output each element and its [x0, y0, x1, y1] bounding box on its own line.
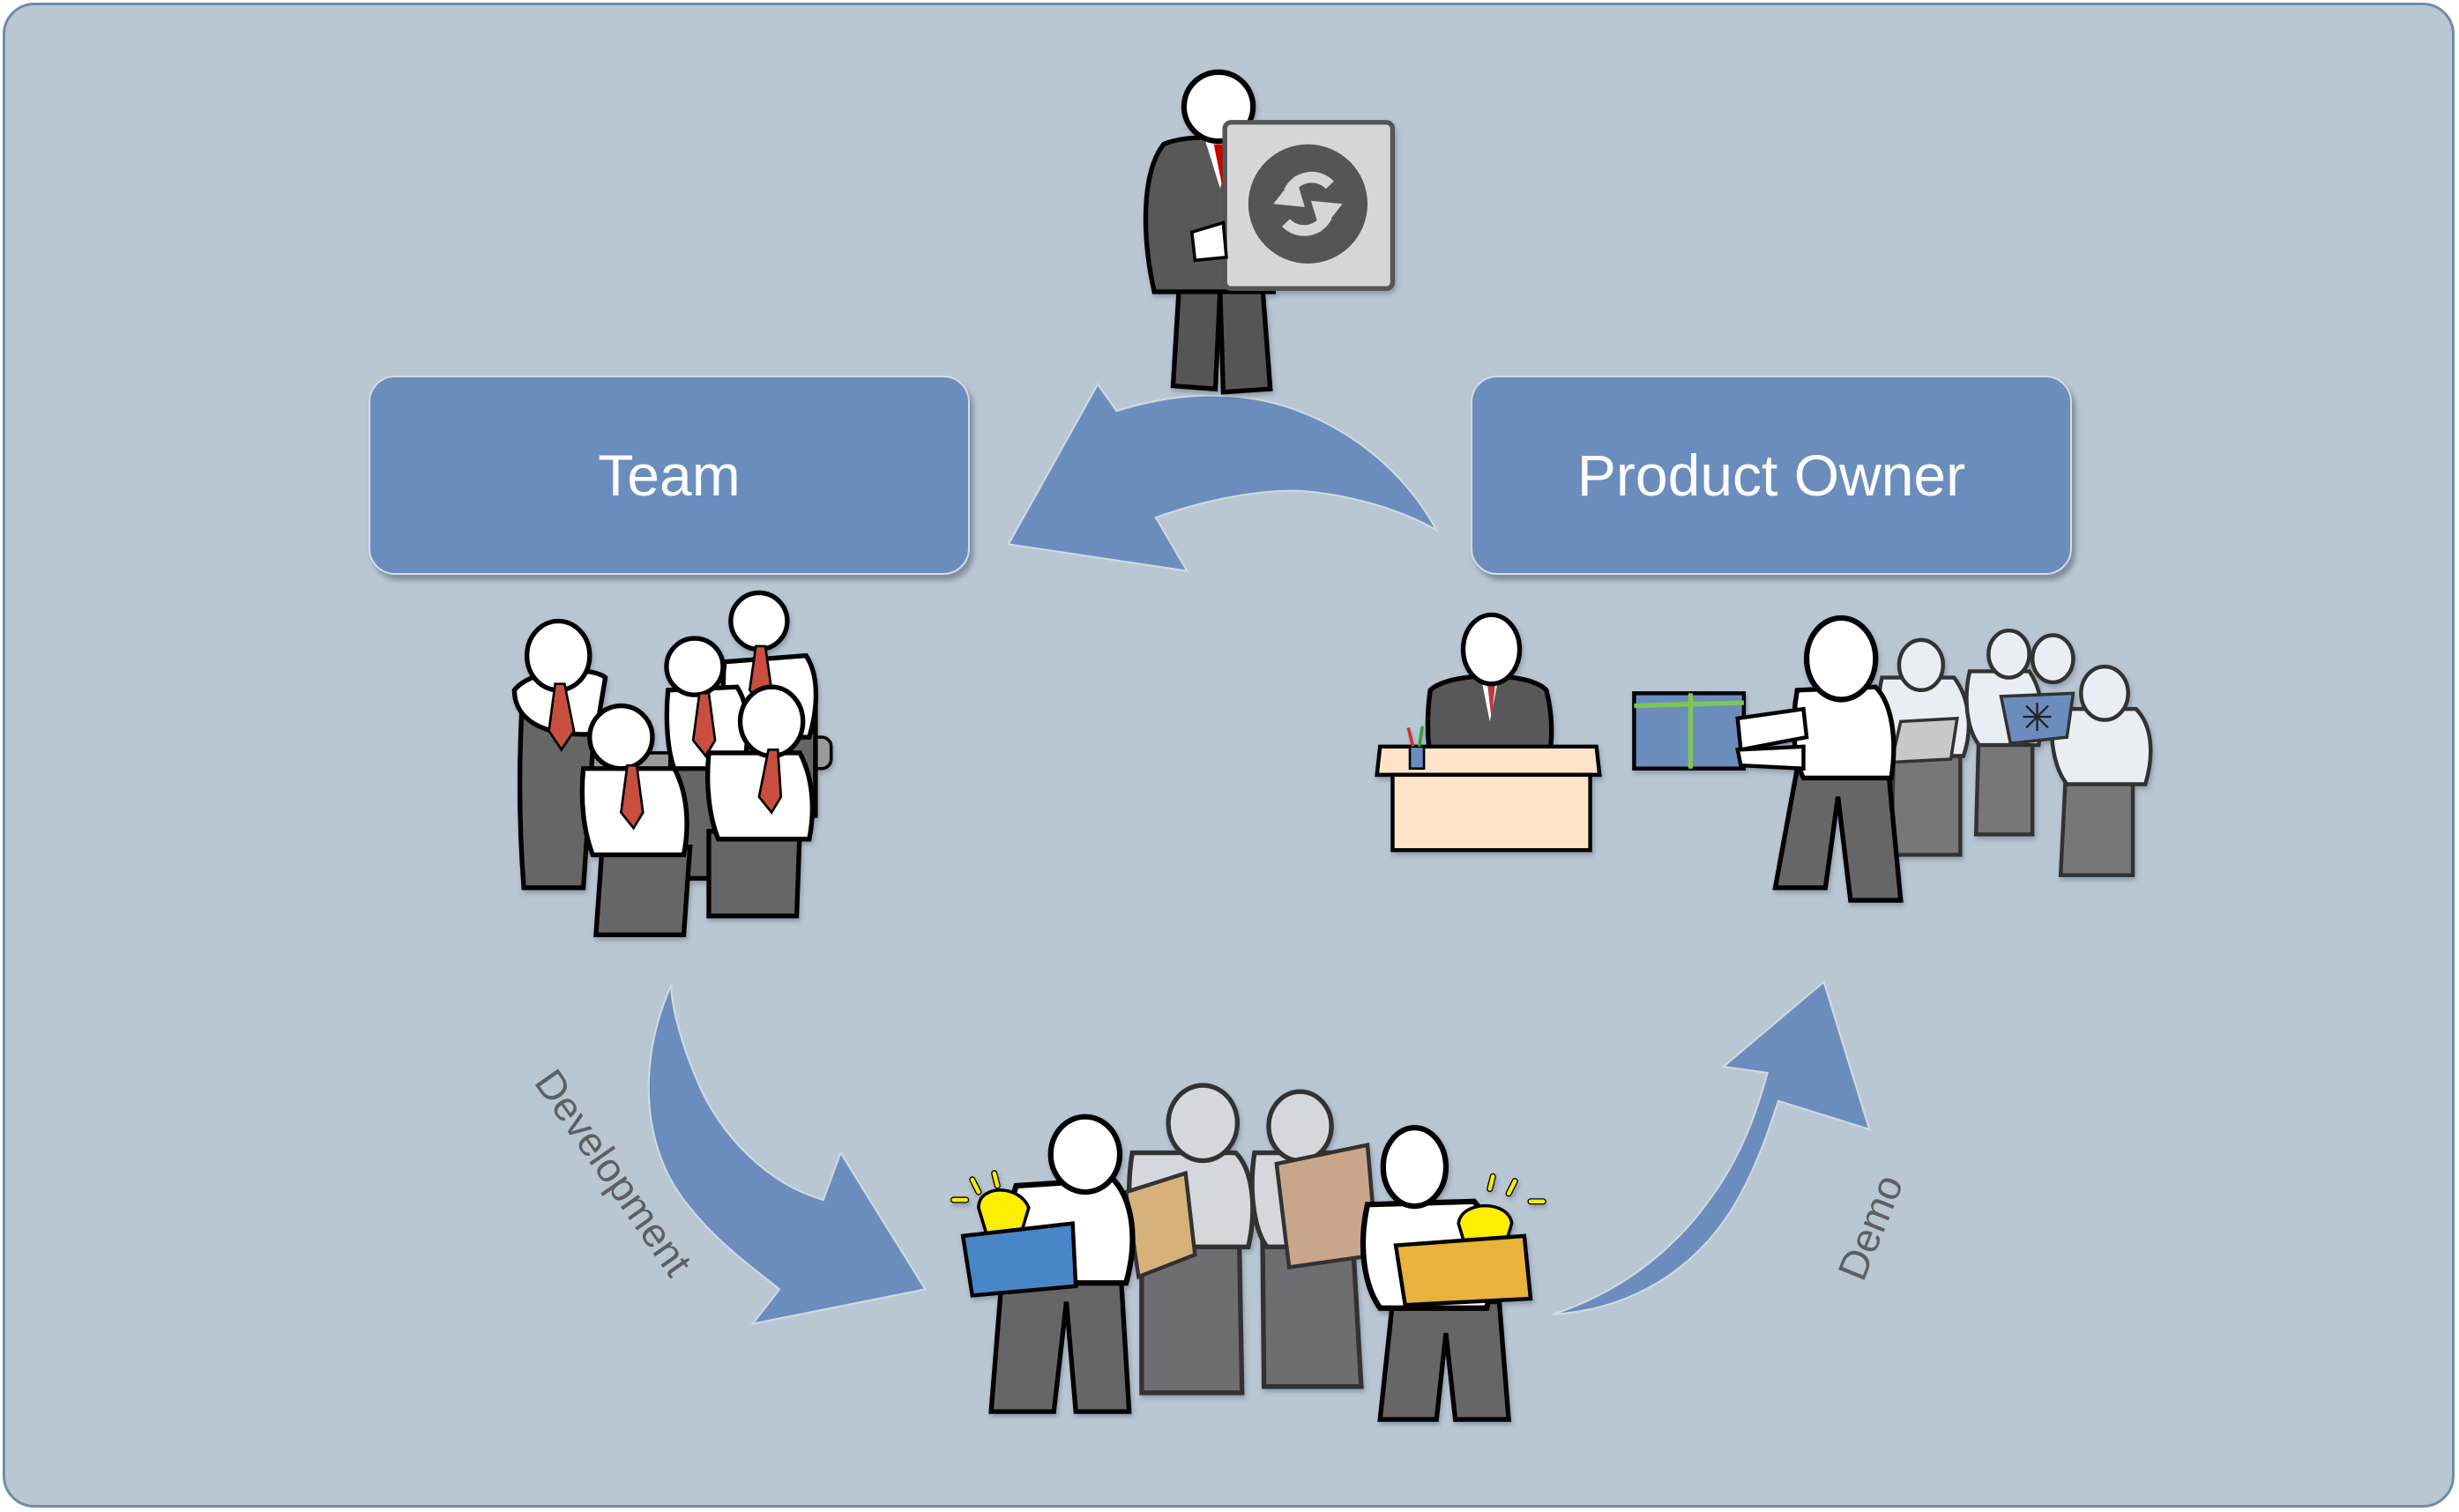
stakeholders-receiving-increment	[1632, 614, 2153, 903]
team-box: Team	[369, 376, 970, 575]
product-owner-at-desk	[1375, 612, 1602, 853]
demo-label: Demo	[1829, 1168, 1911, 1286]
lightbulb-icon	[977, 1188, 1031, 1241]
arrow-demo	[1552, 979, 1871, 1315]
arrow-po-to-team	[1007, 382, 1440, 572]
team-box-label: Team	[598, 443, 741, 508]
scrum-master-with-change-sign	[1143, 69, 1396, 395]
team-illustration	[511, 590, 833, 937]
refresh-cycle-icon	[1248, 144, 1368, 264]
increment-team-illustration	[950, 1083, 1546, 1422]
product-owner-box-label: Product Owner	[1576, 443, 1966, 508]
product-owner-box: Product Owner	[1471, 376, 2072, 575]
arrow-development	[647, 984, 928, 1326]
